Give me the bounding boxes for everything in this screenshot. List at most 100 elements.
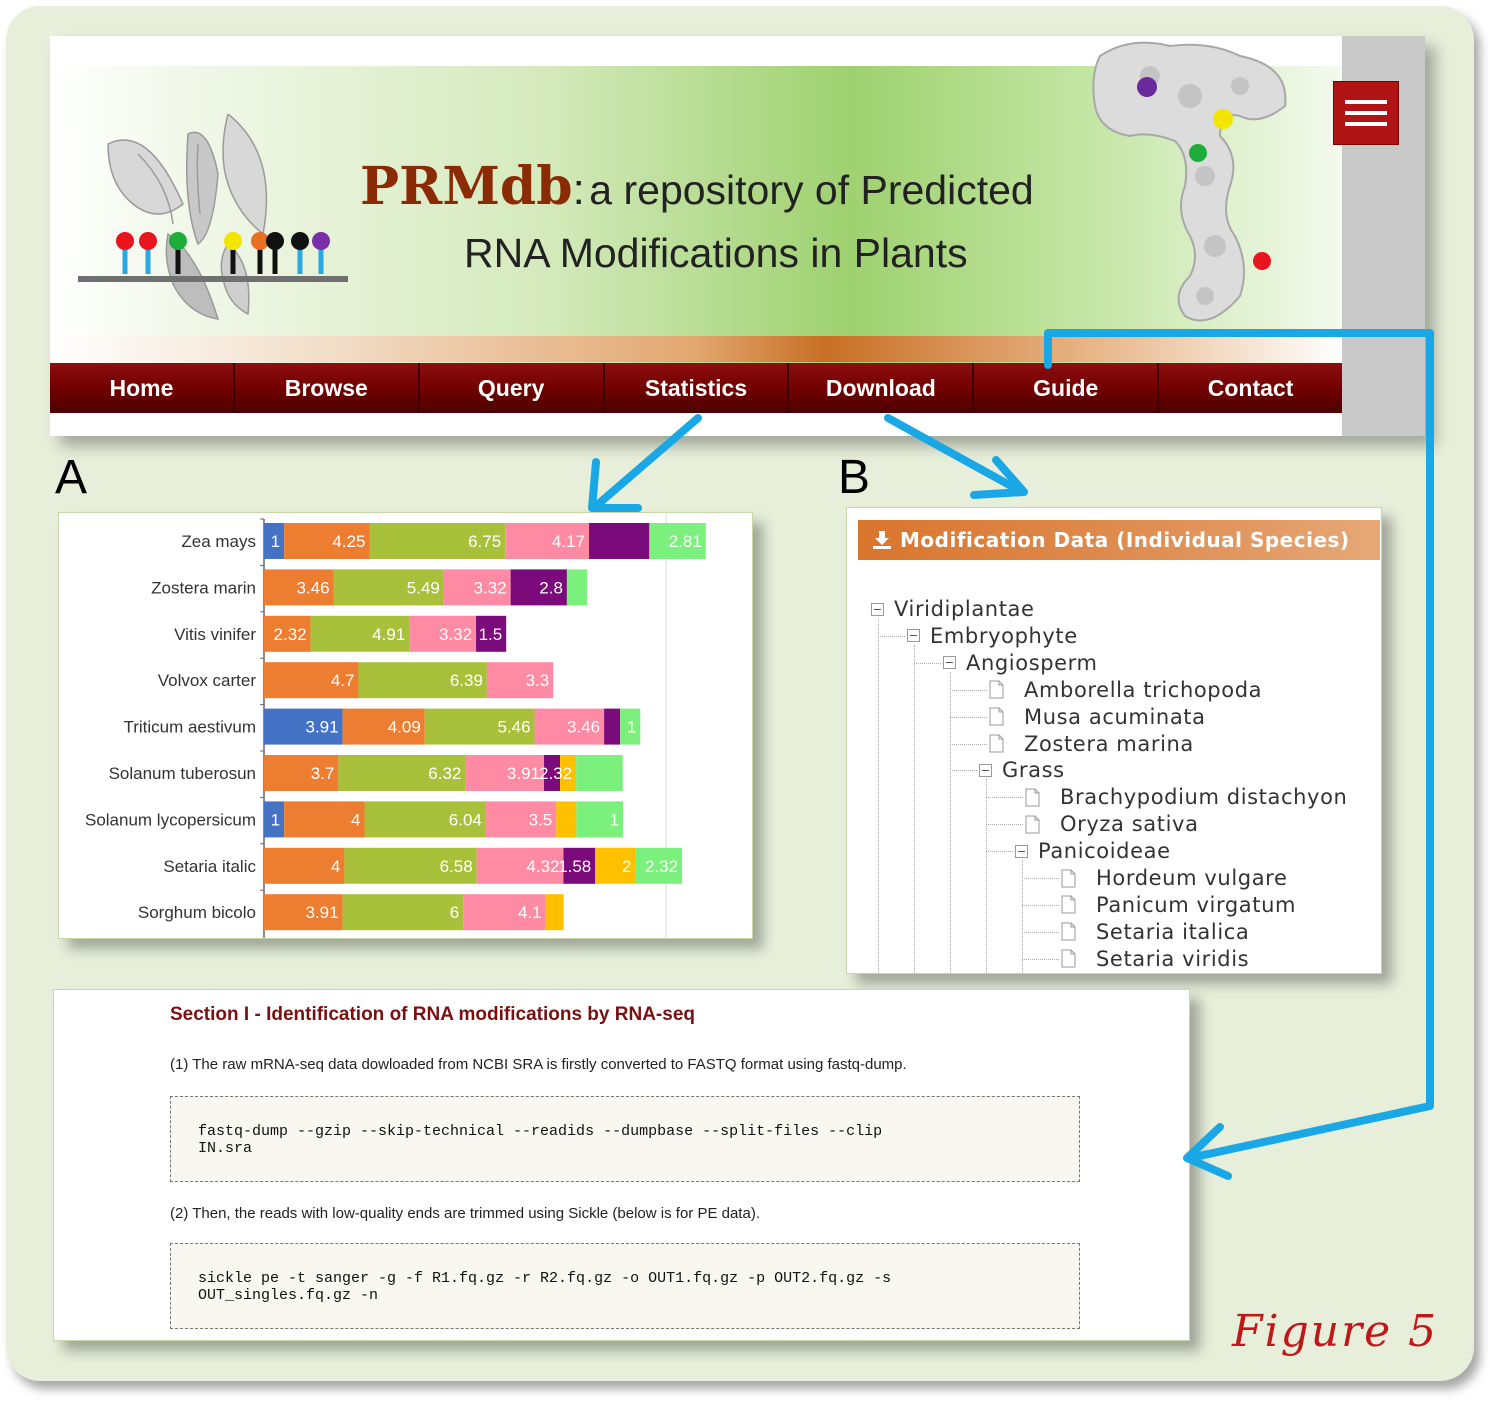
bar-segment (620, 708, 641, 745)
figure-label: Figure 5 (1232, 1306, 1439, 1357)
nav-download[interactable]: Download (789, 363, 975, 413)
tree-leaf-item[interactable]: Oryza sativa (1025, 811, 1199, 837)
bar-segment (576, 755, 623, 791)
nav-query[interactable]: Query (419, 363, 605, 413)
tree-node-label: Musa acuminata (1024, 704, 1206, 729)
bar-segment (560, 755, 577, 791)
tree-leaf-item[interactable]: Brachypodium distachyon (1025, 784, 1347, 810)
bar-segment (264, 755, 339, 791)
tree-folder-item[interactable]: Grass (979, 757, 1065, 783)
category-label: Solanum lycopersicum (85, 810, 256, 829)
document-icon (989, 680, 1004, 699)
document-icon (989, 707, 1004, 726)
document-icon (1061, 869, 1076, 887)
nav-contact[interactable]: Contact (1159, 363, 1343, 413)
data-label: 3.32 (439, 625, 472, 644)
category-label: Sorghum bicolo (138, 903, 256, 922)
tree-connector (950, 770, 977, 772)
collapse-toggle-icon[interactable] (943, 656, 956, 670)
bar-segment (486, 662, 554, 699)
hamburger-menu-button[interactable] (1333, 81, 1399, 145)
tree-connector (986, 797, 1023, 799)
data-label: 2 (622, 857, 631, 876)
bar-segment (369, 523, 506, 559)
data-label: 6.04 (449, 810, 482, 829)
document-icon (989, 734, 1004, 753)
site-header: PRMdb: a repository of Predicted RNA Mod… (50, 36, 1425, 436)
data-label: 1 (271, 532, 280, 551)
data-label: 4 (331, 857, 340, 876)
category-label: Solanum tuberosun (109, 764, 256, 783)
tree-leaf-item[interactable]: Musa acuminata (989, 704, 1206, 730)
tree-leaf-item[interactable]: Hordeum vulgare (1061, 865, 1287, 891)
tree-guide-line (914, 644, 915, 973)
tree-connector (986, 824, 1023, 826)
document-icon (1025, 788, 1040, 807)
panel-label-a: A (55, 451, 88, 504)
section-title: Section I - Identification of RNA modifi… (170, 1004, 695, 1025)
tree-folder-item[interactable]: Embryophyte (907, 623, 1078, 649)
tree-leaf-item[interactable]: Zostera marina (989, 731, 1194, 757)
data-label: 1.58 (558, 857, 591, 876)
nav-statistics[interactable]: Statistics (604, 363, 790, 413)
title-colon: : (572, 165, 585, 214)
data-label: 2.32 (539, 764, 572, 783)
title-line-2: RNA Modifications in Plants (464, 230, 968, 276)
tree-guide-line (878, 618, 879, 973)
bar-segment (409, 615, 477, 652)
data-label: 1 (627, 718, 636, 737)
tree-node-label: Angiosperm (966, 650, 1098, 675)
bar-segment (264, 894, 343, 931)
data-label: 6 (450, 903, 459, 922)
code-block-1: fastq-dump --gzip --skip-technical --rea… (170, 1096, 1080, 1182)
tree-connector (1022, 958, 1059, 960)
data-label: 3.32 (474, 578, 507, 597)
tree-leaf-item[interactable]: Panicum virgatum (1061, 892, 1296, 918)
data-label: 3.5 (529, 810, 553, 829)
tree-leaf-item[interactable]: Setaria viridis (1061, 946, 1249, 972)
bar-segment (358, 662, 487, 699)
bar-segment (510, 569, 567, 606)
tree-folder-item[interactable]: Viridiplantae (871, 596, 1035, 622)
document-icon (1061, 895, 1076, 914)
data-label: 2.32 (274, 625, 307, 644)
collapse-toggle-icon[interactable] (871, 602, 884, 616)
tree-leaf-item[interactable]: Amborella trichopoda (989, 677, 1262, 703)
bar-segment (589, 523, 650, 559)
bar-segment (264, 615, 311, 652)
category-label: Zostera marin (151, 578, 256, 597)
bar-segment (463, 894, 546, 931)
title-line-1: a repository of Predicted (589, 167, 1034, 213)
tree-connector (914, 662, 941, 664)
tree-folder-item[interactable]: Angiosperm (943, 650, 1098, 676)
document-icon (1025, 815, 1040, 834)
nav-guide[interactable]: Guide (974, 363, 1160, 413)
data-label: 4.17 (552, 532, 585, 551)
nav-home[interactable]: Home (50, 363, 235, 413)
step-1-text: (1) The raw mRNA-seq data dowloaded from… (170, 1056, 907, 1073)
category-label: Volvox carter (158, 671, 257, 690)
rna-structure-icon (1092, 41, 1287, 322)
tree-folder-item[interactable]: Panicoideae (1015, 838, 1171, 864)
category-label: Zea mays (181, 532, 256, 551)
bar-segment (505, 523, 590, 559)
collapse-toggle-icon[interactable] (979, 763, 992, 777)
tree-leaf-item[interactable]: Setaria italica (1061, 919, 1249, 945)
category-label: Vitis vinifer (174, 625, 256, 644)
tree-node-label: Setaria italica (1096, 919, 1250, 944)
collapse-toggle-icon[interactable] (907, 629, 920, 643)
tree-node-label: Panicum virgatum (1096, 892, 1297, 917)
data-label: 1.5 (479, 625, 503, 644)
brand-name: PRMdb (360, 156, 573, 217)
tree-connector (950, 689, 987, 691)
data-label: 6.58 (440, 857, 473, 876)
nav-browse[interactable]: Browse (234, 363, 420, 413)
bar-segment (264, 569, 334, 606)
data-label: 2.81 (669, 532, 702, 551)
bar-segment (284, 801, 365, 838)
collapse-toggle-icon[interactable] (1015, 844, 1028, 858)
bar-segment (333, 569, 444, 606)
bar-segment (576, 801, 623, 838)
step-2-text: (2) Then, the reads with low-quality end… (170, 1205, 760, 1222)
